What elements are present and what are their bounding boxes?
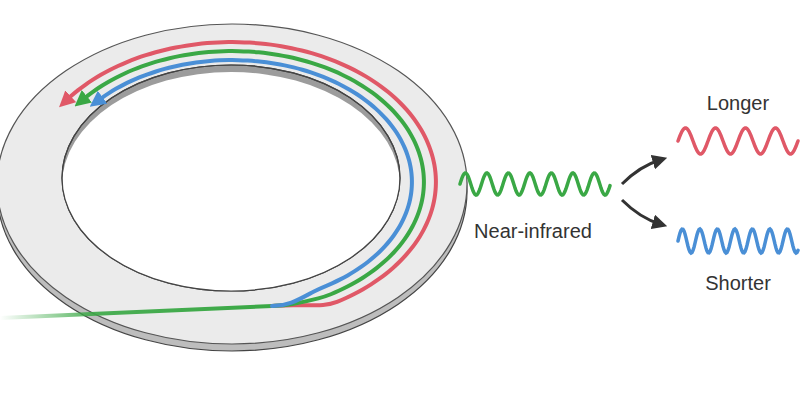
- wave: [678, 128, 798, 154]
- ring-hole: [62, 72, 400, 298]
- input-waveguide: [0, 306, 272, 318]
- light-arc: [96, 60, 412, 306]
- wave-label: Near-infrared: [474, 219, 592, 243]
- wave-label: Longer: [707, 91, 769, 115]
- split-arrow: [622, 200, 660, 224]
- light-arc: [81, 51, 424, 306]
- wave: [460, 173, 610, 195]
- ring-surface: [0, 24, 467, 344]
- light-paths: [0, 42, 436, 318]
- split-arrow: [622, 160, 660, 184]
- wave: [678, 229, 798, 253]
- wave-label: Shorter: [705, 271, 771, 295]
- light-arc: [65, 42, 436, 306]
- waves: [460, 128, 798, 253]
